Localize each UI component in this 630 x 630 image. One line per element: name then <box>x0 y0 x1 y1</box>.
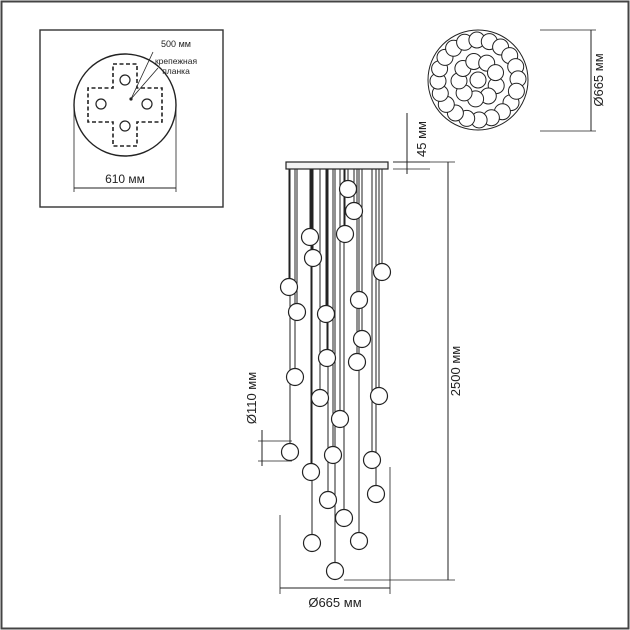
pendant-ball <box>349 531 369 551</box>
mount-hole-left <box>95 98 107 110</box>
pendant-ball <box>362 450 382 470</box>
pendant-ball <box>300 227 320 247</box>
bracket-leader-line <box>130 67 159 100</box>
pendant-ball <box>330 409 350 429</box>
mount-plate-inset: 500 мм крепежная планка 610 мм <box>39 29 224 208</box>
top-view-ball <box>507 82 525 100</box>
mount-hole-top <box>119 74 131 86</box>
pendant-ball <box>372 262 392 282</box>
pendant-ball <box>301 462 321 482</box>
pendant-ball <box>366 484 386 504</box>
top-view: Ø665 мм <box>427 29 606 132</box>
plate-leader-line <box>130 51 154 100</box>
mount-plate-outline <box>73 53 177 157</box>
top-view-outline <box>427 29 529 131</box>
pendant-ball <box>310 388 330 408</box>
mount-hole-right <box>141 98 153 110</box>
pendant-ball <box>302 533 322 553</box>
pendant-ball <box>325 561 345 581</box>
pendant-ball <box>317 348 337 368</box>
pendant-ball <box>349 290 369 310</box>
mount-hole-bottom <box>119 120 131 132</box>
pendant-ball <box>338 179 358 199</box>
pendant-ball <box>318 490 338 510</box>
top-view-ball <box>487 64 504 82</box>
top-view-ball <box>469 71 487 89</box>
mounting-bracket-outline <box>87 63 163 147</box>
ceiling-canopy <box>285 161 389 170</box>
drop-height-label: 2500 мм <box>448 346 463 396</box>
plate-size-label: 500 мм <box>161 39 191 49</box>
bracket-label-line2: планка <box>162 66 190 76</box>
pendant-ball <box>287 302 307 322</box>
pendant-ball <box>344 201 364 221</box>
canopy-height-label: 45 мм <box>414 121 429 157</box>
pendant-ball <box>316 304 336 324</box>
top-view-balls <box>429 31 527 129</box>
pendant-ball <box>335 224 355 244</box>
bracket-label-line1: крепежная <box>155 56 198 66</box>
pendant-ball <box>323 445 343 465</box>
pendant-group <box>279 169 392 581</box>
plate-diameter-label: 610 мм <box>105 172 145 186</box>
pendant-ball <box>285 367 305 387</box>
pendant-ball <box>280 442 300 462</box>
top-view-diameter-label: Ø665 мм <box>591 53 606 106</box>
pendant-ball <box>279 277 299 297</box>
pendant-ball <box>334 508 354 528</box>
pendant-ball <box>352 329 372 349</box>
side-view: 45 мм 2500 мм Ø110 мм Ø665 мм <box>244 113 463 610</box>
pendant-ball <box>369 386 389 406</box>
pendant-ball <box>303 248 323 268</box>
side-view-width-label: Ø665 мм <box>308 595 361 610</box>
inset-frame <box>39 29 224 208</box>
ball-diameter-label: Ø110 мм <box>244 372 259 424</box>
pendant-ball <box>347 352 367 372</box>
